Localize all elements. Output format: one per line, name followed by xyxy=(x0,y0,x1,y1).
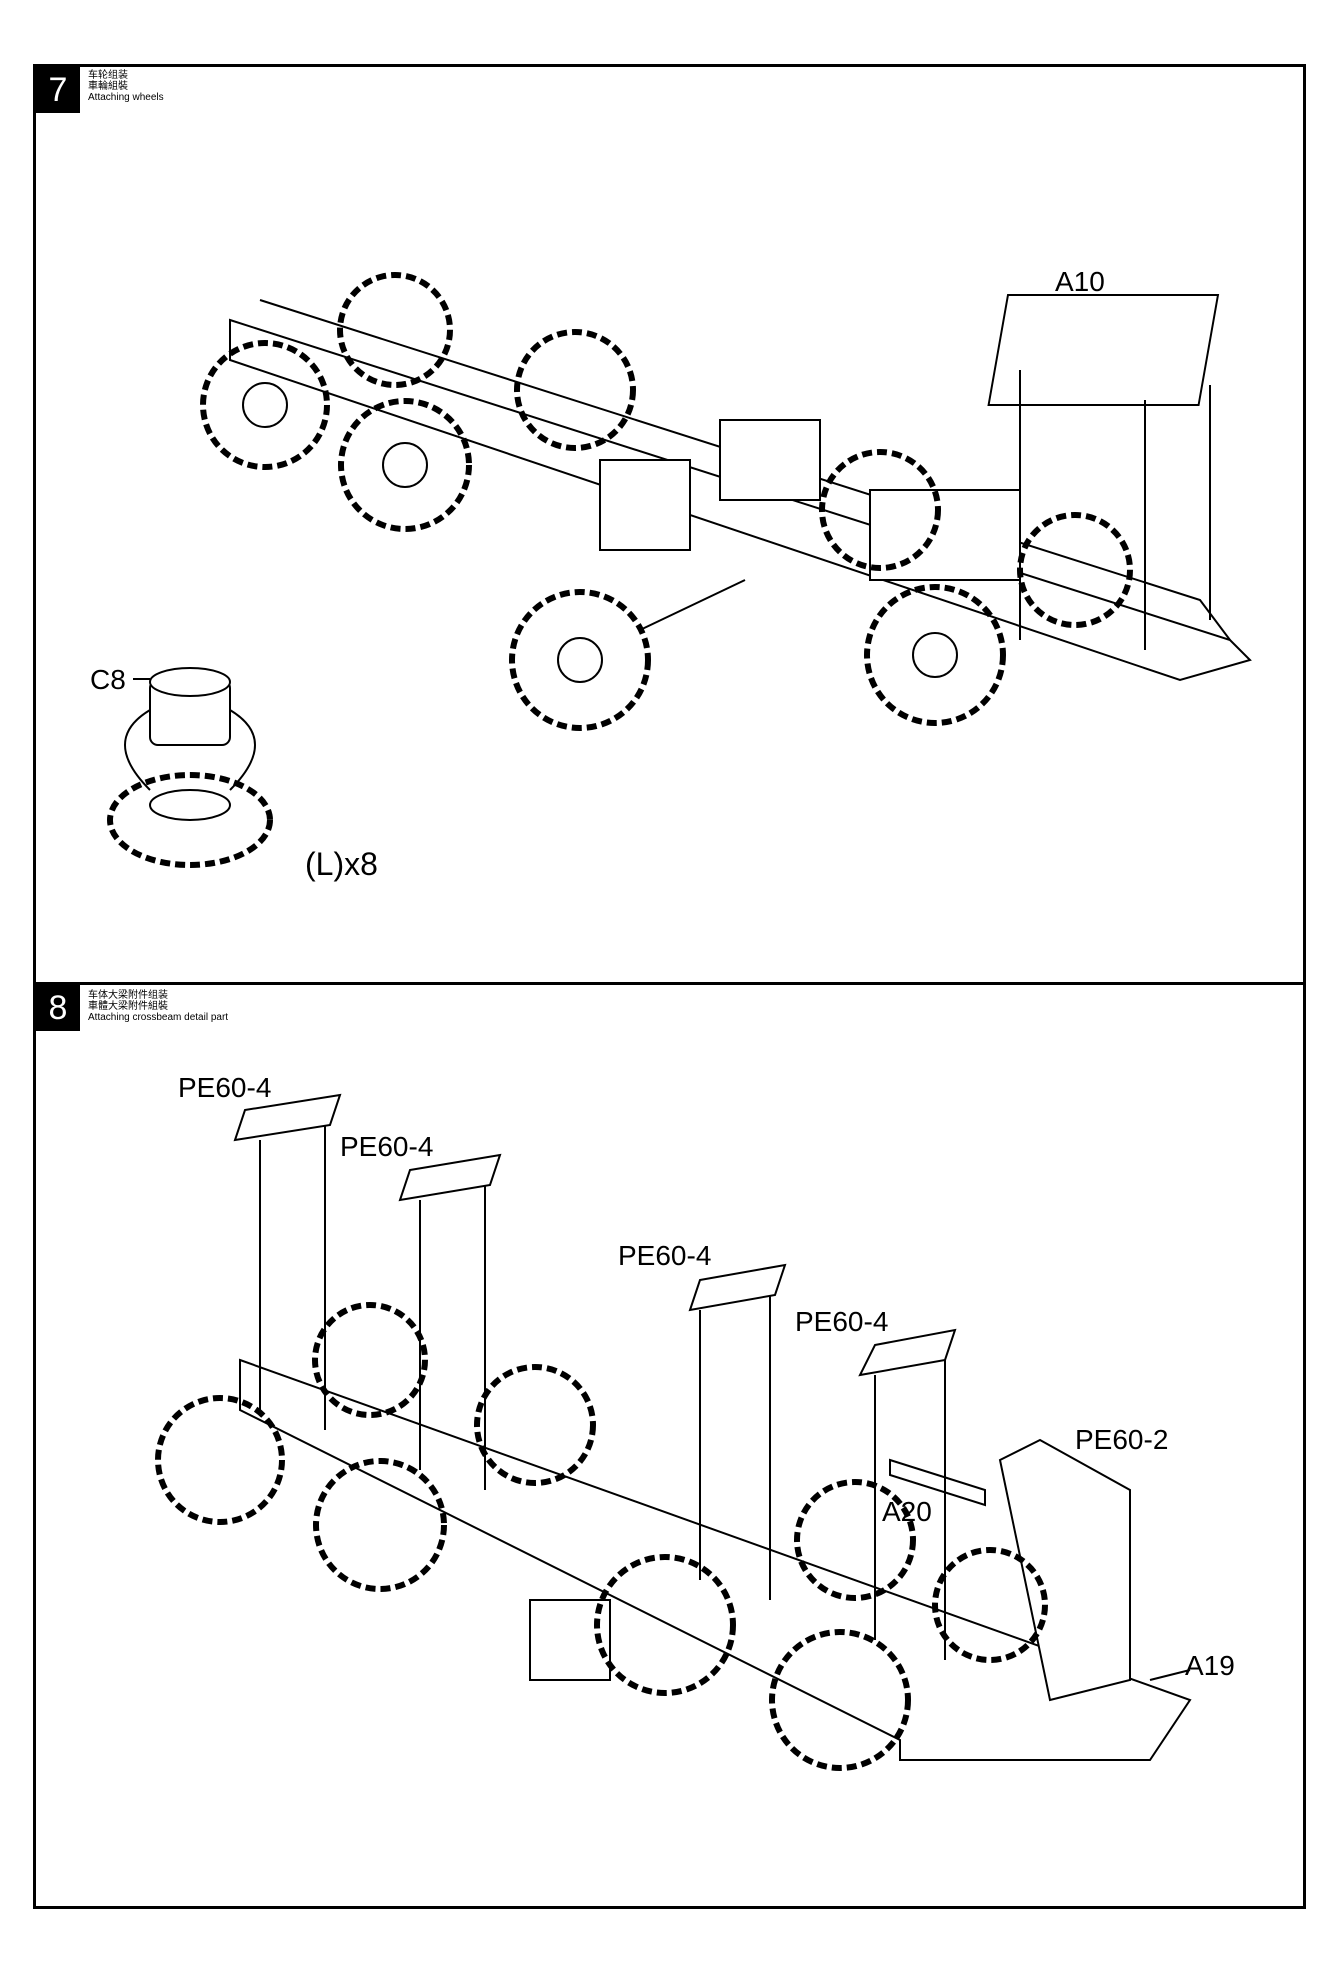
part-a20 xyxy=(889,1458,986,1507)
callout-pe60-4-d: PE60-4 xyxy=(795,1306,889,1337)
step-8-wheels xyxy=(155,1302,1048,1771)
step-7-title-cn-simplified: 车轮组装 xyxy=(88,70,128,81)
step-8-chassis xyxy=(239,1358,1192,1761)
callout-pe60-4-b: PE60-4 xyxy=(340,1131,434,1162)
step-8-title-cn-simplified: 车体大梁附件组装 xyxy=(88,990,168,1001)
step-8-title-en: Attaching crossbeam detail part xyxy=(88,1012,229,1023)
callout-a10: A10 xyxy=(1055,266,1105,297)
step-7-chassis xyxy=(229,294,1252,682)
step-7-title-en: Attaching wheels xyxy=(88,92,164,103)
step-8-title-cn-traditional: 車體大梁附件組裝 xyxy=(88,1001,168,1012)
callout-pe60-2: PE60-2 xyxy=(1075,1424,1169,1455)
pe60-4-plates xyxy=(233,1093,1191,1681)
part-pe60-2 xyxy=(998,1438,1131,1702)
step-8-title: 车体大梁附件组装 車體大梁附件組裝 Attaching crossbeam de… xyxy=(88,990,228,1023)
callout-pe60-4-a: PE60-4 xyxy=(178,1072,272,1103)
callout-pe60-4-c: PE60-4 xyxy=(618,1240,712,1271)
part-a10 xyxy=(987,294,1220,406)
callout-a19: A19 xyxy=(1185,1650,1235,1681)
callout-c8: C8 xyxy=(90,664,126,695)
c8-wheel-detail xyxy=(107,667,273,868)
callout-a20: A20 xyxy=(882,1496,932,1527)
step-7-wheels xyxy=(200,272,1133,731)
step-8-number: 8 xyxy=(36,985,80,1031)
step-7-number: 7 xyxy=(36,67,80,113)
step-7-title: 车轮组装 車輪組裝 Attaching wheels xyxy=(88,70,164,103)
page-frame xyxy=(33,64,1306,1909)
step-divider xyxy=(33,982,1306,985)
quantity-label: (L)x8 xyxy=(305,846,378,882)
step-7-title-cn-traditional: 車輪組裝 xyxy=(88,81,128,92)
